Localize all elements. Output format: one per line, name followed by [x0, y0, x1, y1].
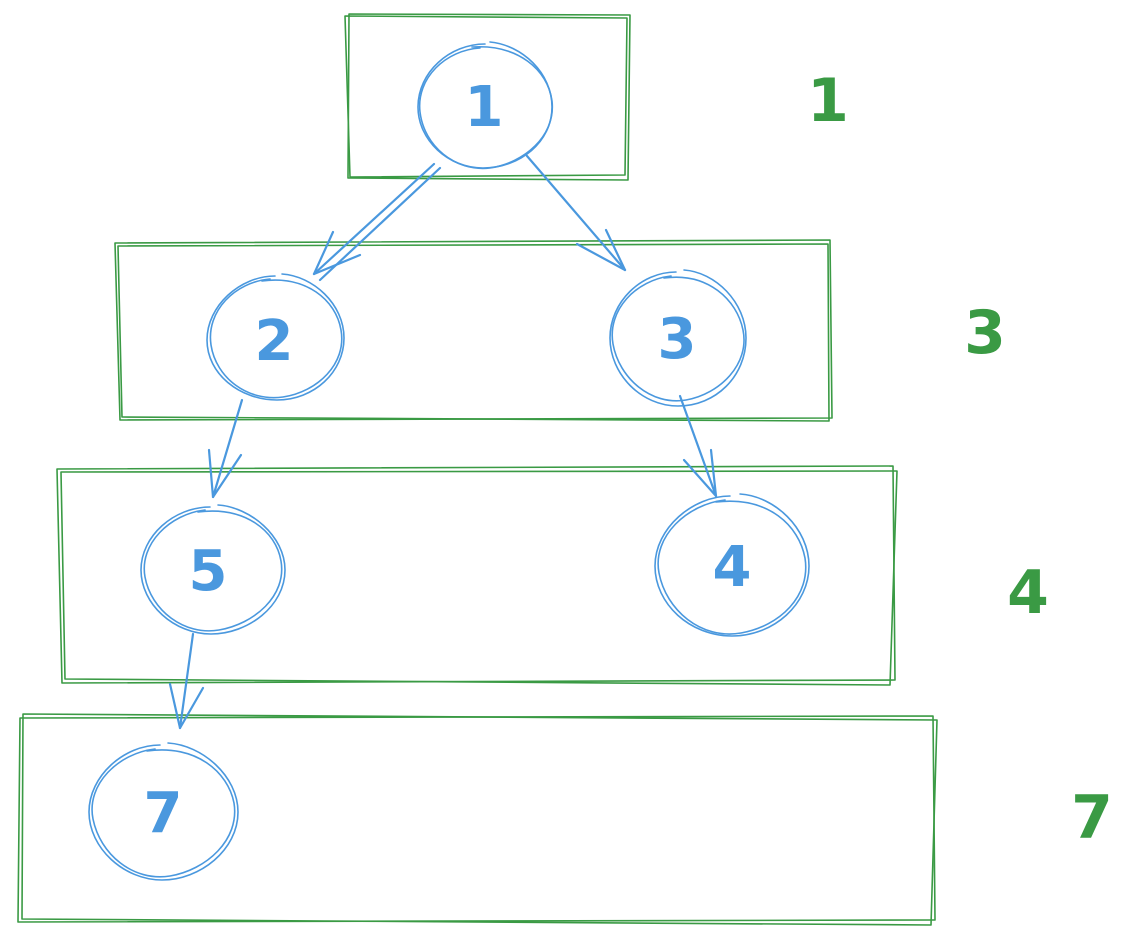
node-circle-3: [609, 269, 747, 407]
node-label-4: 4: [713, 535, 752, 600]
edge-3-4: [678, 394, 718, 498]
node-label-1: 1: [465, 75, 504, 140]
node-label-7: 7: [144, 781, 183, 846]
node-circle-7: [88, 742, 239, 881]
level-label-2: 3: [964, 298, 1006, 368]
node-circle-5: [140, 504, 286, 635]
edge-2-5: [207, 398, 244, 499]
level-box-3: [56, 465, 898, 686]
edge-1-3: [525, 154, 627, 272]
level-label-1: 1: [807, 66, 849, 136]
edge-1-2: [312, 162, 442, 282]
level-box-4: [17, 713, 938, 926]
level-label-4: 7: [1071, 783, 1113, 853]
level-box-2: [114, 239, 833, 422]
node-label-5: 5: [189, 539, 228, 604]
node-label-2: 2: [255, 309, 294, 374]
level-label-3: 4: [1007, 558, 1049, 628]
node-circle-1: [417, 41, 554, 170]
node-circle-4: [654, 493, 810, 637]
node-label-3: 3: [658, 307, 697, 372]
node-circle-2: [206, 273, 345, 401]
level-box-1: [344, 13, 631, 181]
edge-5-7: [168, 632, 205, 730]
